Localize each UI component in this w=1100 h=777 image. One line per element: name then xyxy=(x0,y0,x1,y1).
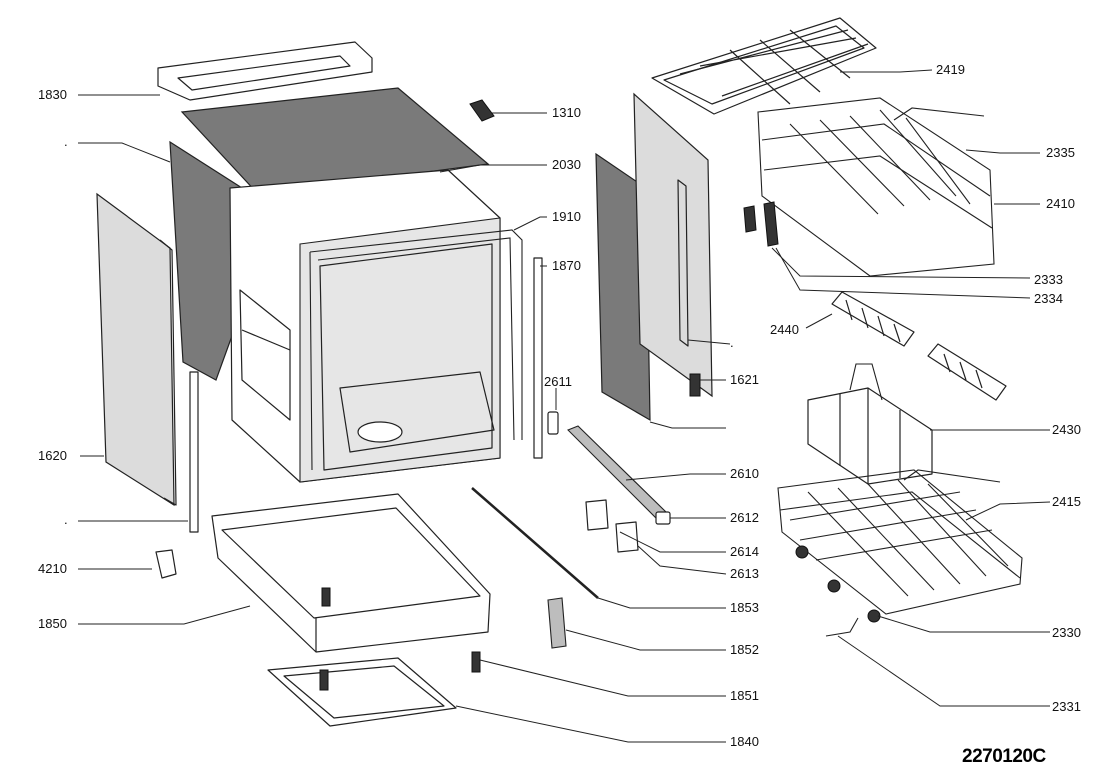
label-2334: 2334 xyxy=(1034,291,1063,306)
tub-drawing xyxy=(229,169,501,483)
bottom-plate-drawing xyxy=(267,657,457,727)
hinge-drawing xyxy=(585,499,639,553)
label-1851: 1851 xyxy=(730,688,759,703)
label-1870: 1870 xyxy=(552,258,581,273)
label-2419: 2419 xyxy=(936,62,965,77)
label-1310: 1310 xyxy=(552,105,581,120)
door-panel-drawing xyxy=(633,92,713,398)
label-2610: 2610 xyxy=(730,466,759,481)
label-1852: 1852 xyxy=(730,642,759,657)
bracket-2611-drawing xyxy=(547,411,559,435)
side-insulation-left-drawing xyxy=(169,140,246,381)
label-2613: 2613 xyxy=(730,566,759,581)
label-1853: 1853 xyxy=(730,600,759,615)
label-1620: 1620 xyxy=(38,448,67,463)
label-2612: 2612 xyxy=(730,510,759,525)
cutlery-basket-drawing xyxy=(807,363,933,485)
label-2030: 2030 xyxy=(552,157,581,172)
label-1840: 1840 xyxy=(730,734,759,749)
door-seal-drawing xyxy=(309,229,523,471)
rod-1853-drawing xyxy=(471,487,599,599)
label-1830: 1830 xyxy=(38,87,67,102)
label-dot-3: . xyxy=(730,335,734,350)
lower-basket-drawing xyxy=(777,469,1023,615)
gasket-bar-drawing xyxy=(533,257,543,459)
upper-basket-drawing xyxy=(757,97,995,277)
label-2440: 2440 xyxy=(770,322,799,337)
clip-drawing xyxy=(469,99,495,122)
part-labels: 1830 . 1620 . 4210 1850 1310 2030 1910 1… xyxy=(38,62,1081,767)
leader-lines xyxy=(78,69,1051,743)
cutlery-grid-a-drawing xyxy=(831,291,915,347)
worktop-drawing xyxy=(180,87,490,195)
cap-2612-drawing xyxy=(655,511,671,525)
label-1850: 1850 xyxy=(38,616,67,631)
basket-clips-drawing xyxy=(743,201,779,247)
top-tray-drawing xyxy=(651,17,877,115)
side-panel-left-drawing xyxy=(96,192,175,507)
cutlery-grid-b-drawing xyxy=(927,343,1007,401)
screw-1851-drawing xyxy=(471,651,481,673)
label-2410: 2410 xyxy=(1046,196,1075,211)
label-2330: 2330 xyxy=(1052,625,1081,640)
label-2614: 2614 xyxy=(730,544,759,559)
part-drawings xyxy=(96,17,1023,727)
label-2415: 2415 xyxy=(1052,494,1081,509)
seal-strip-drawing xyxy=(189,371,199,533)
label-2335: 2335 xyxy=(1046,145,1075,160)
wheels-drawing xyxy=(795,545,881,623)
label-4210: 4210 xyxy=(38,561,67,576)
label-1621: 1621 xyxy=(730,372,759,387)
top-frame-drawing xyxy=(157,41,373,101)
base-drawing xyxy=(211,493,491,653)
label-2333: 2333 xyxy=(1034,272,1063,287)
pin-2331-drawing xyxy=(825,617,859,637)
part-4210-drawing xyxy=(155,549,177,579)
label-dot-2: . xyxy=(64,512,68,527)
drawing-number: 2270120C xyxy=(962,746,1046,767)
label-1910: 1910 xyxy=(552,209,581,224)
label-2611: 2611 xyxy=(544,374,572,389)
label-2331: 2331 xyxy=(1052,699,1081,714)
foot-1852-drawing xyxy=(547,597,567,649)
rail-2610-drawing xyxy=(567,425,667,519)
label-2430: 2430 xyxy=(1052,422,1081,437)
label-dot-1: . xyxy=(64,134,68,149)
